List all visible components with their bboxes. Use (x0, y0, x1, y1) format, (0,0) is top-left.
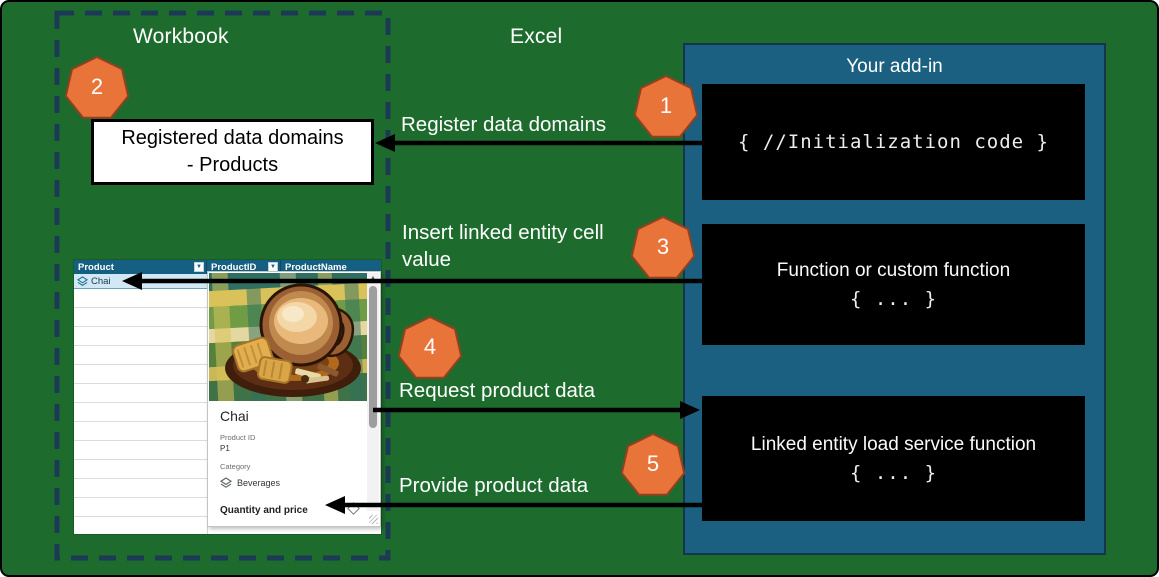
linked-entity-icon (77, 275, 88, 286)
card-title: Chai (220, 408, 249, 424)
step-number: 3 (656, 234, 670, 259)
chai-photo (209, 273, 368, 401)
init-code-text: { //Initialization code } (738, 131, 1049, 153)
entity-card-body: Chai Product ID P1 Category Beverages Qu… (208, 402, 368, 516)
init-code-box: { //Initialization code } (702, 84, 1085, 200)
registered-domains-line2: - Products (186, 154, 279, 176)
load-service-code: { ... } (849, 461, 938, 484)
column-header-label: ProductName (285, 261, 347, 273)
workbook-label: Workbook (133, 25, 229, 48)
column-header-product: Product ▼ (74, 260, 207, 274)
insert-linked-entity-label: Insert linked entity cell value (402, 219, 604, 273)
insert-linked-entity-line2: value (402, 248, 452, 271)
category-entity-icon (220, 477, 232, 488)
column-header-label: ProductID (211, 261, 257, 273)
step-badge-3: 3 (630, 216, 696, 282)
insert-linked-entity-line1: Insert linked entity cell (402, 221, 604, 244)
custom-function-box: Function or custom function { ... } (702, 224, 1085, 345)
registered-domains-line1: Registered data domains (121, 127, 344, 149)
step-badge-5: 5 (620, 433, 686, 499)
product-id-label: Product ID (220, 433, 256, 442)
resize-grip-icon[interactable] (369, 515, 378, 524)
quantity-price-heading: Quantity and price (220, 505, 308, 516)
addin-title: Your add-in (846, 56, 943, 77)
step-badge-2: 2 (64, 56, 130, 122)
scroll-down-icon[interactable]: ▼ (369, 502, 377, 509)
cell-value: Chai (91, 275, 111, 287)
scroll-up-icon[interactable]: ▲ (369, 275, 377, 282)
step-number: 2 (90, 74, 104, 99)
load-service-title: Linked entity load service function (750, 433, 1037, 455)
column-header-label: Product (78, 261, 114, 273)
category-label: Category (220, 462, 251, 471)
step-number: 1 (659, 93, 673, 118)
excel-worksheet-screenshot: Product ▼ ProductID ▼ ProductName Chai (74, 260, 381, 534)
step-badge-4: 4 (397, 316, 463, 382)
registered-domains-box: Registered data domains - Products (91, 119, 374, 185)
entity-card: Chai Product ID P1 Category Beverages Qu… (207, 271, 381, 527)
custom-function-code: { ... } (849, 287, 938, 310)
product-id-value: P1 (220, 444, 230, 453)
linked-entity-cell[interactable]: Chai (74, 274, 207, 289)
column-header-productname: ProductName (281, 260, 381, 274)
scrollbar-thumb[interactable] (369, 286, 377, 428)
provide-product-data-label: Provide product data (399, 474, 589, 497)
card-scrollbar[interactable]: ▲ ▼ (367, 273, 379, 511)
load-service-box: Linked entity load service function { ..… (702, 396, 1085, 521)
custom-function-title: Function or custom function (776, 259, 1011, 281)
table-header-row: Product ▼ ProductID ▼ ProductName (74, 260, 381, 274)
filter-dropdown-icon[interactable]: ▼ (194, 262, 204, 272)
step-number: 5 (646, 451, 660, 476)
category-value: Beverages (237, 478, 281, 488)
excel-label: Excel (510, 25, 563, 48)
request-product-data-label: Request product data (399, 379, 596, 402)
step-number: 4 (423, 334, 437, 359)
register-data-domains-label: Register data domains (401, 113, 607, 136)
addin-panel: Your add-in { //Initialization code } Fu… (683, 43, 1106, 555)
step-badge-1: 1 (633, 75, 699, 141)
